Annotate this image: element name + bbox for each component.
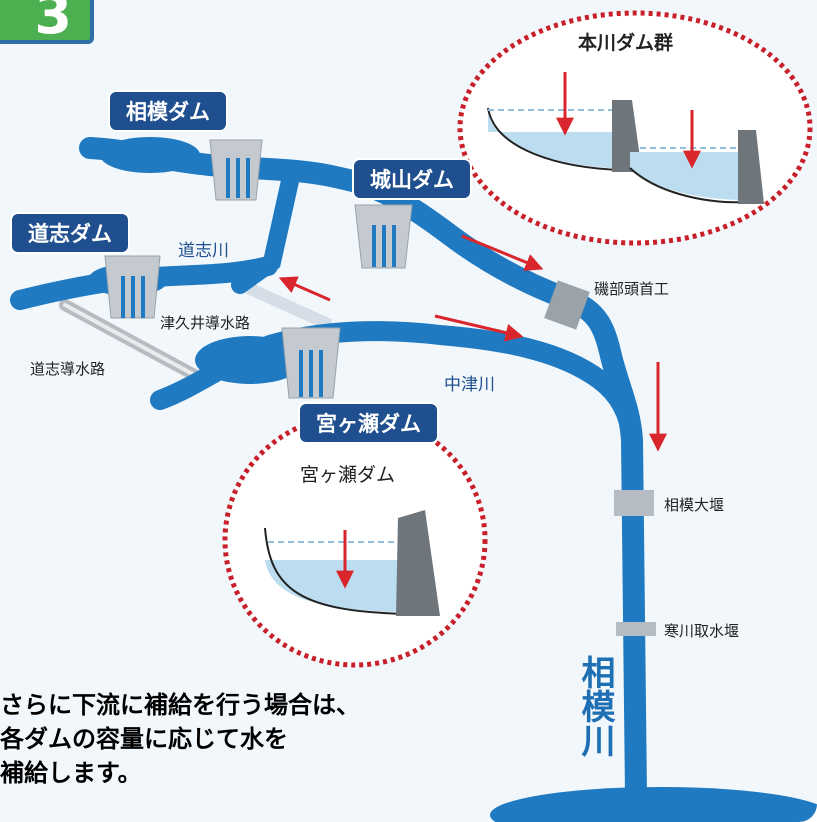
tsukui-conduit bbox=[232, 276, 333, 331]
samukawa-weir-mark bbox=[616, 622, 656, 636]
sea bbox=[490, 787, 817, 822]
doshi-channel-label: 道志導水路 bbox=[30, 360, 106, 378]
doshi-river-label: 道志川 bbox=[178, 241, 229, 261]
miyagase-circle bbox=[222, 412, 488, 668]
miyagase-reservoir bbox=[264, 510, 440, 616]
nakatsu-river-label: 中津川 bbox=[444, 375, 495, 395]
flow-arrow bbox=[278, 276, 331, 302]
caption-line-1: さらに下流に補給を行う場合は、 bbox=[0, 691, 360, 719]
honsen-reservoirs bbox=[487, 72, 764, 204]
isobe-weir-mark bbox=[544, 280, 590, 330]
caption-text: さらに下流に補給を行う場合は、 各ダムの容量に応じて水を 補給します。 bbox=[0, 688, 360, 790]
flow-arrow bbox=[434, 314, 524, 342]
honsen-dam-group-title: 本川ダム群 bbox=[578, 32, 674, 54]
caption-line-3: 補給します。 bbox=[0, 759, 142, 787]
sagami-dam-icon bbox=[209, 139, 263, 201]
sagami-river-main bbox=[554, 287, 647, 806]
miyagase-lake bbox=[195, 336, 305, 384]
step-number-badge: 3 bbox=[0, 0, 94, 44]
isobe-weir-label: 磯部頭首工 bbox=[594, 280, 670, 298]
sagami-river-label: 相模川 bbox=[575, 655, 615, 757]
shiroyama-dam-icon bbox=[354, 204, 413, 269]
sagami-lake bbox=[100, 137, 200, 173]
sagami-weir-label: 相模大堰 bbox=[664, 496, 725, 514]
doshi-dam-icon bbox=[104, 255, 161, 319]
caption-line-2: 各ダムの容量に応じて水を bbox=[0, 725, 288, 753]
doshi-dam-label: 道志ダム bbox=[10, 212, 130, 254]
samukawa-weir-label: 寒川取水堰 bbox=[664, 622, 740, 640]
shiroyama-dam-label: 城山ダム bbox=[352, 158, 472, 200]
miyagase-dam-label: 宮ヶ瀬ダム bbox=[298, 402, 439, 444]
sagami-dam-label: 相模ダム bbox=[108, 90, 228, 132]
flow-arrow bbox=[461, 234, 544, 271]
miyagase-dam-icon bbox=[281, 327, 341, 399]
tsukui-channel-label: 津久井導水路 bbox=[160, 314, 251, 332]
sagami-weir-mark bbox=[614, 490, 654, 516]
miyagase-circle-title: 宮ヶ瀬ダム bbox=[300, 464, 396, 486]
